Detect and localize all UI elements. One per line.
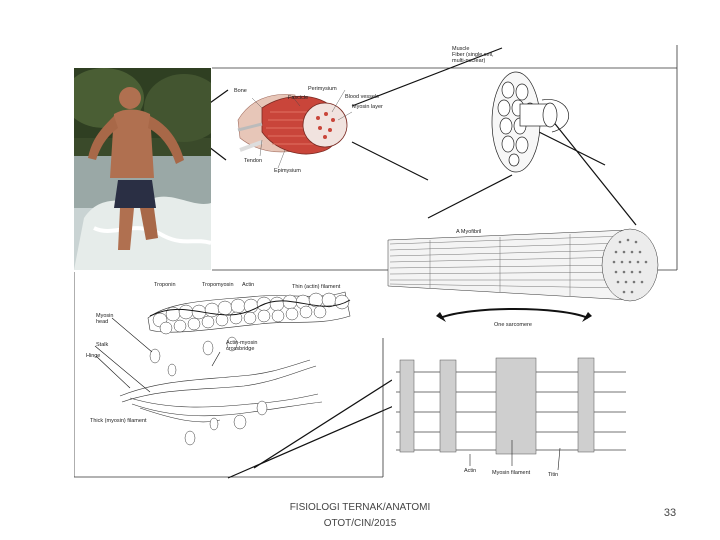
gross-muscle-illustration xyxy=(238,90,352,168)
muscle-fiber-bundle xyxy=(492,72,569,172)
label-blood-vessels: Blood vessels xyxy=(345,94,379,100)
label-hinge: Hinge xyxy=(86,353,100,359)
label-sarc-titin: Titin xyxy=(548,472,558,478)
label-thin-filament: Thin (actin) filament xyxy=(292,284,340,290)
label-bone: Bone xyxy=(234,88,247,94)
label-fascicle: Fascicle xyxy=(288,95,308,101)
swimmer-photo xyxy=(74,68,211,270)
label-tendon: Tendon xyxy=(244,158,262,164)
label-epimysium: Epimysium xyxy=(274,168,301,174)
footer-line-2: OTOT/CIN/2015 xyxy=(270,516,450,532)
label-stalk: Stalk xyxy=(96,342,108,348)
myofibril-illustration xyxy=(388,229,658,301)
sarcomere-brace xyxy=(440,309,588,318)
label-tropomyosin: Tropomyosin xyxy=(202,282,234,288)
label-actin-myosin-2: crossbridge xyxy=(226,346,254,352)
label-thick-filament: Thick (myosin) filament xyxy=(90,418,147,424)
label-sarc-actin: Actin xyxy=(464,468,476,474)
label-muscle-fiber-3: multi-nuclear) xyxy=(452,58,485,64)
footer-caption: FISIOLOGI TERNAK/ANATOMI OTOT/CIN/2015 xyxy=(270,500,450,532)
label-myosin-head-2: head xyxy=(96,319,108,325)
sarcomere-detail xyxy=(392,352,630,470)
label-myofibril: A Myofibril xyxy=(456,229,481,235)
label-perimysium: Perimysium xyxy=(308,86,337,92)
label-one-sarcomere: One sarcomere xyxy=(494,322,532,328)
footer-line-1: FISIOLOGI TERNAK/ANATOMI xyxy=(270,500,450,516)
label-actin: Actin xyxy=(242,282,254,288)
label-sarc-myosin: Myosin filament xyxy=(492,470,530,476)
label-myosin-layer: Myosin layer xyxy=(352,104,383,110)
page-number: 33 xyxy=(650,507,690,519)
label-troponin: Troponin xyxy=(154,282,176,288)
